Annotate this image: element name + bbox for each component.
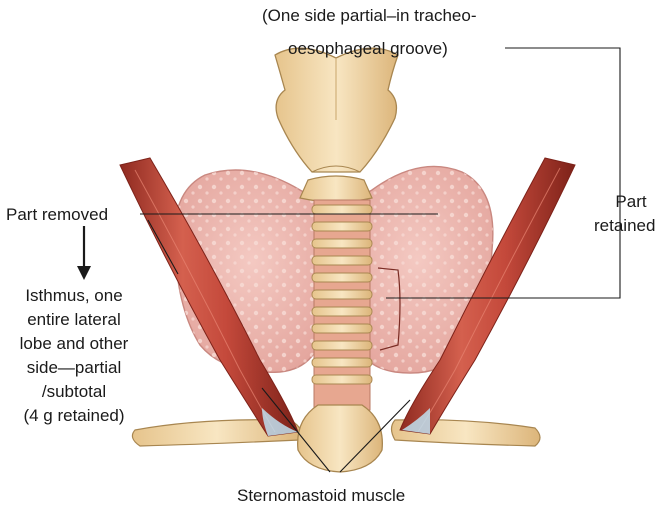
- thyroid-cartilage: [275, 48, 398, 172]
- removed-detail-line6: (4 g retained): [4, 406, 144, 426]
- trachea: [312, 200, 372, 410]
- cricoid-cartilage: [300, 176, 372, 202]
- sternomastoid-label: Sternomastoid muscle: [237, 486, 405, 506]
- down-arrow-icon: [77, 226, 91, 280]
- removed-detail-line4: side—partial: [4, 358, 144, 378]
- removed-detail-line5: /subtotal: [4, 382, 144, 402]
- groove-label-line2: oesophageal groove): [288, 39, 448, 59]
- part-removed-label: Part removed: [6, 205, 108, 225]
- removed-detail-line3: lobe and other: [4, 334, 144, 354]
- part-retained-label-line1: Part: [600, 192, 662, 212]
- removed-detail-line1: Isthmus, one: [4, 286, 144, 306]
- removed-detail-line2: entire lateral: [4, 310, 144, 330]
- part-retained-label-line2: retained: [594, 216, 655, 236]
- groove-label-line1: (One side partial–in tracheo-: [262, 6, 477, 26]
- manubrium: [298, 405, 383, 472]
